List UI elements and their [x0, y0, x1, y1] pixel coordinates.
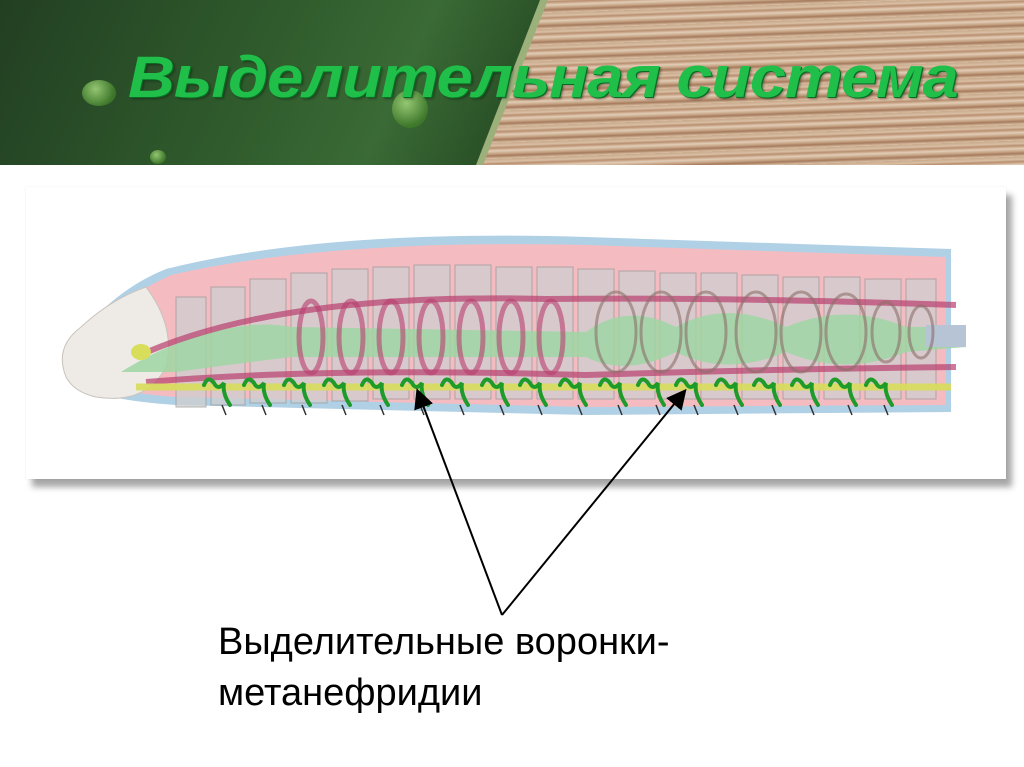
water-drop: [82, 80, 116, 106]
earthworm-illustration: [61, 235, 966, 416]
header-banner: Выделительная система: [0, 0, 1024, 165]
arrow-left: [414, 388, 503, 616]
caption: Выделительные воронки- метанефридии: [218, 617, 670, 719]
caption-line-2: метанефридии: [218, 672, 483, 714]
slide-title: Выделительная система: [128, 45, 959, 110]
arrow-right: [501, 388, 687, 616]
nephridia-group: [202, 377, 894, 407]
caption-line-1: Выделительные воронки-: [218, 621, 670, 663]
wood-background: [480, 0, 1024, 165]
earthworm-diagram: [26, 187, 1006, 479]
water-drop: [150, 150, 166, 164]
water-drop: [392, 90, 428, 128]
